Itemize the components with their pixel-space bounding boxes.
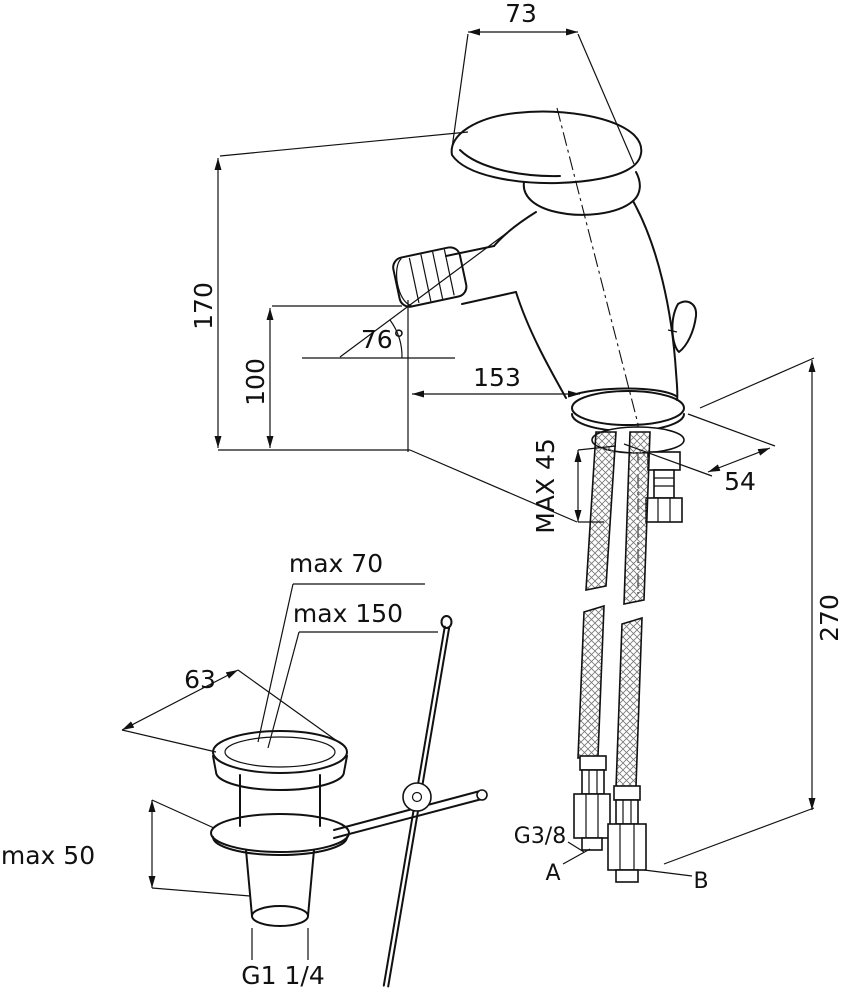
lever-handle — [450, 110, 643, 216]
dim-63-ext-2 — [121, 729, 217, 753]
dim-max70-label: max 70 — [289, 549, 383, 578]
spout — [392, 245, 517, 308]
dim-max50-label: max 50 — [1, 841, 95, 870]
dim-max150-leader — [267, 631, 300, 749]
pop-up-knob-shape — [671, 300, 698, 353]
aerator-ridge — [432, 251, 444, 299]
aerator-ridge — [420, 254, 432, 302]
hose-left-sleeve — [581, 769, 605, 795]
dim-max45-ext-top — [577, 445, 617, 451]
dim-63-line — [121, 669, 239, 731]
h-rod-bottom — [333, 798, 483, 839]
drain-flange-rim — [212, 836, 348, 856]
dim-63-label: 63 — [184, 665, 216, 694]
hose-right-lower — [615, 616, 643, 789]
dim-63-ext-1 — [237, 669, 345, 747]
hose-left-lower — [577, 604, 605, 759]
drain-cap-side — [212, 755, 348, 791]
hose-right-upper — [623, 431, 651, 605]
h-rod-end-ball — [476, 789, 488, 801]
drain-assembly — [210, 615, 488, 988]
dim-54-label: 54 — [724, 467, 756, 496]
base-flange — [569, 387, 685, 432]
drain-cap-inner — [224, 736, 336, 768]
hose-b-label: B — [693, 869, 708, 894]
rod-clevis-screw — [411, 791, 423, 803]
aerator-ridge — [443, 249, 455, 296]
handle-outline — [450, 110, 643, 185]
dim-270-ext-bottom — [663, 807, 815, 865]
dim-max45-label: MAX 45 — [531, 438, 560, 534]
hose-b-leader — [643, 869, 693, 877]
aerator-ridge — [408, 257, 420, 303]
hose-left-collar — [579, 755, 607, 771]
handle-dome — [522, 171, 641, 216]
dim-54-ext-2 — [623, 443, 713, 477]
dim-max50-ext-top — [151, 799, 215, 829]
flexible-hoses — [573, 431, 651, 883]
hose-right-tip — [615, 869, 639, 883]
angle-arc — [389, 319, 403, 359]
deck-slope — [409, 449, 578, 523]
axis-diagonal — [556, 107, 639, 425]
dim-170-label: 170 — [189, 282, 218, 330]
thread-g114-label: G1 1/4 — [241, 961, 324, 990]
dim-max50-ext-bottom — [151, 887, 251, 897]
faucet-body — [392, 107, 698, 594]
angle-76-label: 76° — [361, 325, 405, 354]
hose-a-leader — [562, 848, 591, 865]
dim-max150-label: max 150 — [293, 599, 403, 628]
base-ellipse — [571, 390, 685, 426]
aerator — [392, 246, 468, 308]
pop-up-knob — [667, 300, 698, 353]
hose-right-fitting — [607, 785, 647, 883]
dim-54-line — [707, 447, 771, 473]
hose-right-collar — [613, 785, 641, 801]
hose-left-tip — [581, 837, 603, 851]
horizontal-rod — [333, 789, 488, 839]
drain-cup-right — [307, 849, 315, 917]
h-rod-top — [333, 790, 481, 831]
dim-max70-leader — [257, 583, 294, 743]
hose-a-label: A — [545, 861, 560, 886]
dimension-annotations — [121, 28, 816, 897]
aerator-body — [392, 246, 468, 308]
hose-left-nut — [573, 793, 611, 839]
handle-front-edge — [459, 149, 561, 178]
threaded-stud — [653, 469, 675, 499]
body-left-upper — [493, 211, 537, 247]
pop-up-knob-stem — [667, 329, 678, 333]
dim-73-ext-right — [577, 33, 635, 165]
hose-right-nut — [607, 823, 647, 871]
drain-cup-bottom — [251, 905, 309, 927]
hose-left-upper — [585, 431, 617, 591]
dim-153-label: 153 — [473, 363, 521, 392]
dim-73-label: 73 — [505, 0, 537, 28]
angle-leg-diagonal — [339, 231, 509, 358]
g38-leader — [567, 841, 585, 853]
drain-cup-left — [245, 849, 253, 917]
dim-73-ext-left — [451, 33, 469, 149]
dim-270-label: 270 — [815, 594, 844, 642]
thread-g38-label: G3/8 — [514, 824, 566, 849]
pull-rod-knob — [440, 615, 453, 629]
body-right-edge — [632, 200, 679, 401]
drain-cap-top — [212, 730, 348, 774]
dim-270-ext-top — [699, 357, 815, 409]
drain-flange — [210, 813, 350, 853]
dim-170-ext-top — [219, 131, 469, 157]
hose-left-fitting — [573, 755, 611, 851]
hose-right-sleeve — [615, 799, 639, 825]
body-left-lower — [515, 291, 567, 399]
mounting-nut — [645, 497, 683, 523]
spout-lower-edge — [461, 291, 517, 305]
rod-clevis — [402, 782, 432, 812]
dim-54-ext-1 — [687, 413, 776, 447]
dim-100-label: 100 — [241, 358, 270, 406]
